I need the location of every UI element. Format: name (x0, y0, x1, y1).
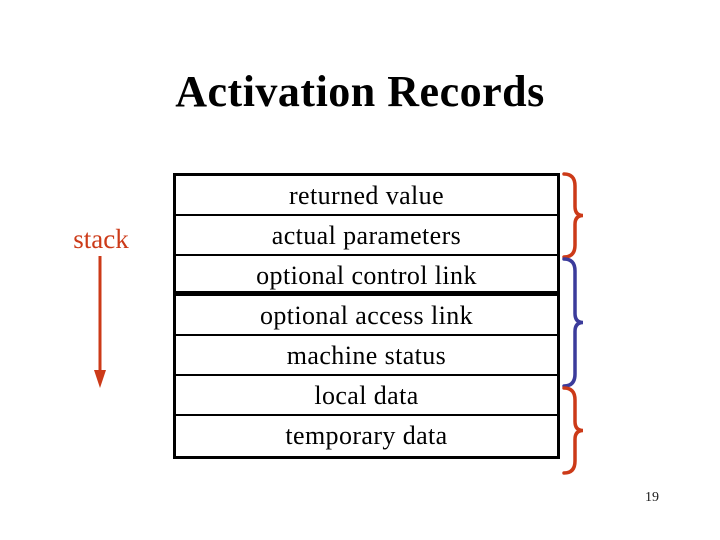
record-field-row: actual parameters (176, 216, 557, 256)
stack-growth-down-arrow-icon (94, 256, 106, 388)
record-field-row: machine status (176, 336, 557, 376)
grouping-brace (562, 172, 584, 259)
slide-title: Activation Records (175, 67, 545, 116)
grouping-braces (562, 172, 584, 475)
page-number: 19 (645, 490, 659, 505)
record-field-row: optional access link (176, 296, 557, 336)
record-field-row: optional control link (176, 256, 557, 296)
record-field-row: returned value (176, 176, 557, 216)
grouping-brace (562, 257, 584, 388)
stack-label: stack (73, 224, 129, 254)
grouping-brace (562, 386, 584, 475)
record-field-row: temporary data (176, 416, 557, 456)
record-field-row: local data (176, 376, 557, 416)
